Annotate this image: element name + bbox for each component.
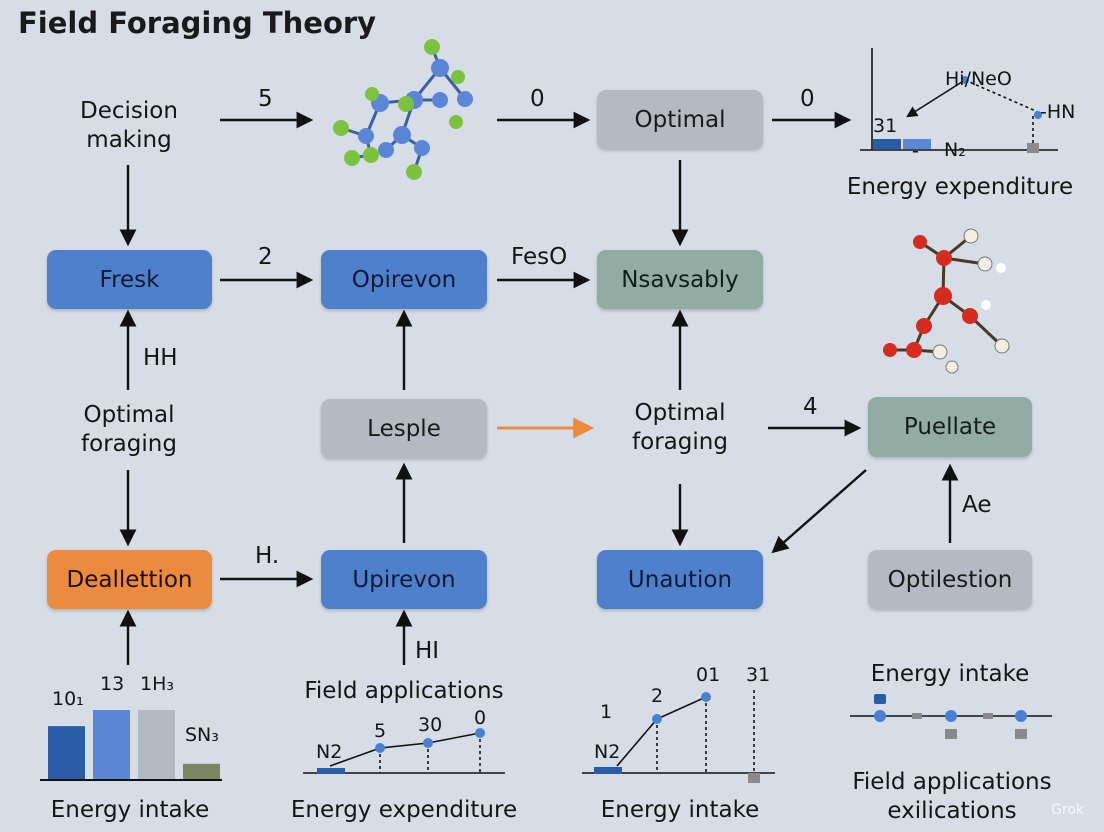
p3-point-label-1: 1 [600, 701, 613, 723]
p1-caption: Energy intake [50, 797, 210, 823]
node-optimal-foraging-left: Optimal foraging [81, 402, 177, 457]
mini-value-31: 31 [873, 115, 898, 137]
edge-label-0a: 0 [530, 86, 545, 112]
diagram-title: Field Foraging Theory [18, 6, 377, 40]
energy-intake-bar [183, 763, 220, 780]
edge-label-hi: HI [415, 638, 440, 664]
node-nsavsably[interactable]: Nsavsably [597, 250, 763, 309]
p2-point-label-3: 0 [474, 707, 487, 729]
edge-label-feso: FesO [511, 244, 568, 270]
p1-bar-label-4: SN₃ [185, 724, 219, 746]
p1-bar-label-2: 13 [100, 673, 125, 695]
node-fresk[interactable]: Fresk [47, 250, 212, 309]
energy-intake-bar [138, 710, 175, 780]
mini-tick: - [912, 140, 919, 162]
node-decision-making: Decision making [80, 98, 178, 153]
p3-point-label-4: 31 [746, 664, 771, 686]
node-deallettion[interactable]: Deallettion [47, 550, 212, 609]
edge-label-hh: HH [143, 345, 178, 371]
p4-caption: Field applications exilications [852, 769, 1052, 824]
p3-point-label-3: 01 [696, 664, 721, 686]
p3-caption: Energy intake [600, 797, 760, 823]
p2-point-label-2: 30 [418, 714, 443, 736]
edge-label-4: 4 [803, 394, 818, 420]
node-optilestion[interactable]: Optilestion [868, 550, 1032, 609]
node-unaution[interactable]: Unaution [597, 550, 763, 609]
watermark-grok: Grok [1051, 802, 1084, 818]
p3-start-n2: N2 [594, 741, 621, 763]
energy-intake-bars [48, 710, 220, 780]
p2-point-label-1: 5 [374, 720, 387, 742]
p1-bar-label-3: 1H₃ [140, 673, 174, 695]
p2-title: Field applications [304, 678, 504, 704]
node-optimal-foraging-mid: Optimal foraging [632, 400, 728, 455]
mini-axis-n2: N₂ [944, 139, 966, 161]
energy-intake-bar [48, 726, 85, 780]
node-opirevon[interactable]: Opirevon [321, 250, 487, 309]
node-optimal[interactable]: Optimal [597, 90, 763, 149]
caption-energy-expenditure-top: Energy expenditure [846, 174, 1074, 200]
edge-label-2: 2 [258, 244, 273, 270]
node-puellate[interactable]: Puellate [868, 397, 1032, 457]
edge-label-ae: Ae [962, 492, 992, 518]
molecule-atoms-1 [333, 39, 473, 180]
p4-title: Energy intake [870, 661, 1030, 687]
edge-label-0b: 0 [800, 86, 815, 112]
node-upirevon[interactable]: Upirevon [321, 550, 487, 609]
p1-bar-label-1: 10₁ [52, 688, 84, 710]
p3-point-label-2: 2 [651, 685, 664, 707]
energy-intake-bar [93, 710, 130, 780]
panel2-line [303, 732, 505, 774]
mini-label-hi-neo: Hi/NeO [945, 68, 1012, 90]
mini-chart-top-right [860, 48, 1058, 151]
edge-label-h: H. [255, 543, 280, 569]
edge-label-5: 5 [258, 86, 273, 112]
p2-start-n2: N2 [316, 741, 343, 763]
molecule-atoms-2 [883, 228, 1010, 374]
node-lesple[interactable]: Lesple [321, 399, 487, 458]
mini-label-hn: -HN [1040, 101, 1076, 123]
p2-caption: Energy expenditure [290, 797, 518, 823]
edge-puellate-to-unaution [771, 469, 867, 554]
